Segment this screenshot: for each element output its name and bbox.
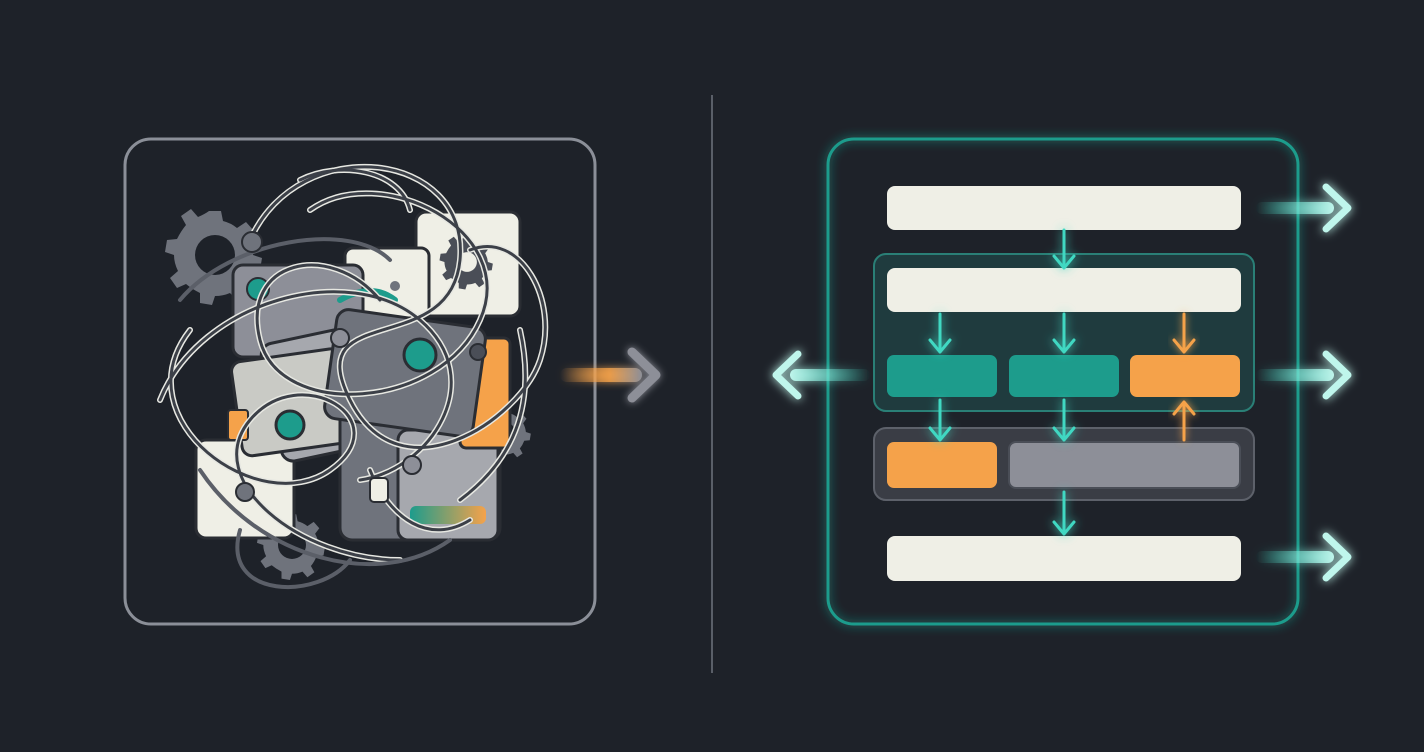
arrow-down-icon	[1052, 228, 1076, 270]
right-panel-frame	[826, 137, 1300, 626]
row-2	[887, 268, 1241, 312]
arrow-up-icon	[1172, 400, 1196, 442]
row-4-cell-1	[887, 442, 997, 488]
arrow-down-icon	[1052, 312, 1076, 354]
arrow-right-icon	[1256, 532, 1352, 582]
arrow-left-icon	[772, 350, 870, 400]
row-3-cell-2	[1009, 355, 1119, 397]
flow-arrows	[928, 228, 1196, 536]
arrow-down-icon	[1052, 398, 1076, 442]
progress-strip	[410, 506, 486, 524]
arrow-down-icon	[928, 312, 952, 354]
row-5	[887, 536, 1241, 581]
port	[402, 337, 438, 373]
arrow-down-icon	[1052, 490, 1076, 536]
arrow-down-icon	[928, 398, 952, 442]
row-3-cell-3	[1130, 355, 1240, 397]
arrow-down-icon	[1172, 312, 1196, 354]
plug-icon	[235, 231, 487, 503]
cable-tangle	[157, 163, 549, 589]
row-4-cell-2	[1008, 441, 1241, 489]
left-panel	[123, 137, 597, 626]
row-1	[887, 186, 1241, 230]
arrow-right-icon	[560, 347, 661, 403]
arrow-right-icon	[1256, 183, 1352, 233]
row-3-cell-1	[887, 355, 997, 397]
port	[274, 409, 306, 441]
right-panel	[772, 137, 1352, 626]
port	[390, 281, 400, 291]
arrow-right-icon	[1256, 350, 1352, 400]
output-arrows	[772, 183, 1352, 582]
